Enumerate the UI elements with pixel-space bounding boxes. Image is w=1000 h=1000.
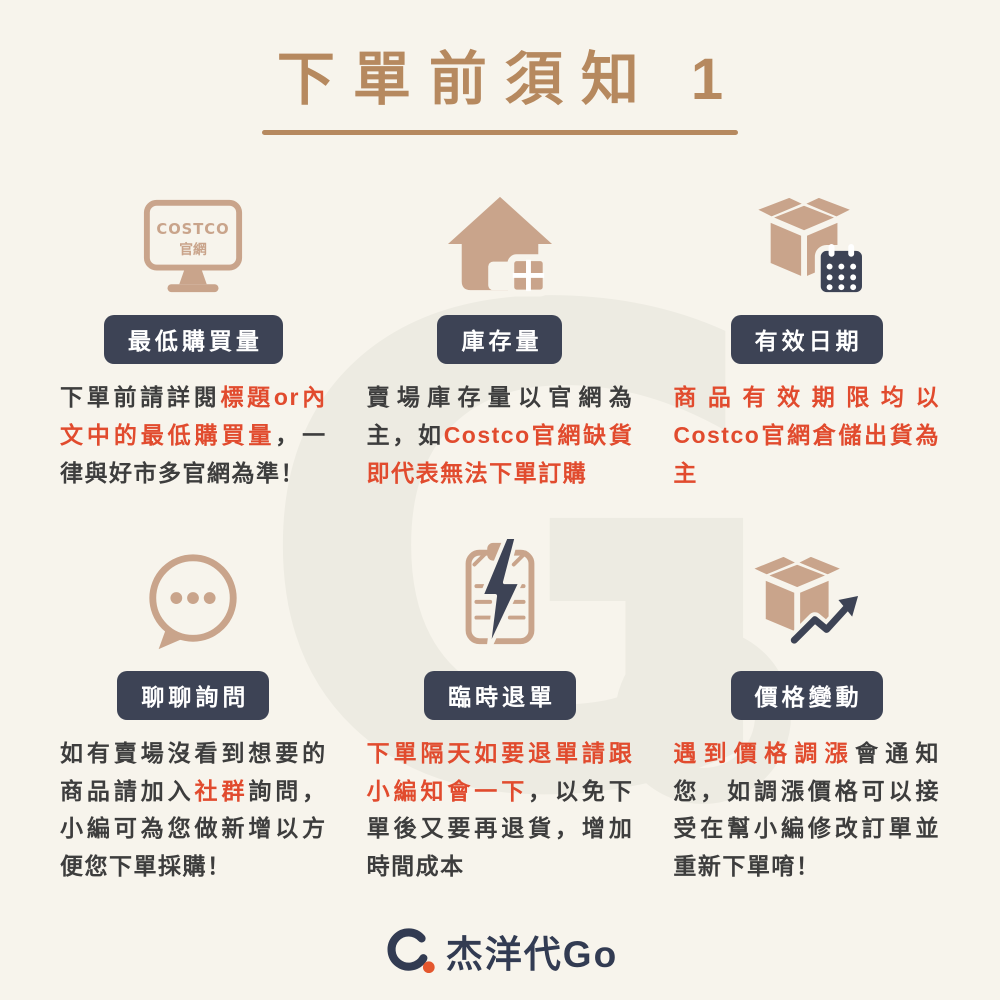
section-chat: 聊聊詢問 如有賣場沒看到想要的商品請加入社群詢問，小編可為您做新增以方便您下單採…	[60, 527, 327, 887]
box-calendar-icon	[743, 171, 871, 297]
box-trend-arrow-icon	[743, 527, 871, 653]
price-text: 遇到價格調漲會通知您，如調漲價格可以接受在幫小編修改訂單並重新下單唷！	[673, 739, 940, 880]
chat-bubble-icon	[141, 527, 245, 653]
notice-grid: COSTCO 官網 最低購買量 下單前請詳閱標題or內文中的最低購買量，一律與好…	[0, 135, 1000, 887]
min-purchase-badge: 最低購買量	[103, 314, 283, 364]
clipboard-lightning-icon	[444, 527, 556, 653]
section-price: 價格變動 遇到價格調漲會通知您，如調漲價格可以接受在幫小編修改訂單並重新下單唷！	[673, 527, 940, 887]
brand-logo-mark-icon	[387, 928, 435, 974]
chat-badge: 聊聊詢問	[117, 670, 270, 720]
min-purchase-text: 下單前請詳閱標題or內文中的最低購買量，一律與好市多官網為準！	[60, 383, 327, 486]
expiry-text: 商品有效期限均以Costco官網倉儲出貨為主	[673, 383, 940, 486]
section-cancel: 臨時退單 下單隔天如要退單請跟小編知會一下，以免下單後又要再退貨，增加時間成本	[367, 527, 634, 887]
costco-website-monitor-icon: COSTCO 官網	[134, 171, 252, 297]
section-stock: 庫存量 賣場庫存量以官網為主，如Costco官網缺貨即代表無法下單訂購	[367, 171, 634, 493]
stock-text: 賣場庫存量以官網為主，如Costco官網缺貨即代表無法下單訂購	[366, 383, 634, 486]
page-title: 下單前須知 1	[276, 47, 742, 112]
header: 下單前須知 1	[0, 0, 1000, 135]
cancel-badge: 臨時退單	[423, 670, 576, 720]
brand-footer: 杰洋代Go	[0, 924, 1000, 978]
section-expiry: 有效日期 商品有效期限均以Costco官網倉儲出貨為主	[673, 171, 940, 493]
title-underline	[262, 129, 738, 135]
price-badge: 價格變動	[730, 670, 883, 720]
stock-badge: 庫存量	[437, 314, 563, 364]
cancel-text: 下單隔天如要退單請跟小編知會一下，以免下單後又要再退貨，增加時間成本	[366, 739, 634, 880]
house-package-icon	[444, 171, 556, 297]
svg-text:官網: 官網	[180, 241, 208, 258]
chat-text: 如有賣場沒看到想要的商品請加入社群詢問，小編可為您做新增以方便您下單採購！	[60, 739, 327, 880]
section-min-purchase: COSTCO 官網 最低購買量 下單前請詳閱標題or內文中的最低購買量，一律與好…	[60, 171, 327, 493]
svg-text:COSTCO: COSTCO	[157, 221, 230, 238]
expiry-badge: 有效日期	[730, 314, 883, 364]
brand-logo-text: 杰洋代Go	[445, 934, 619, 975]
